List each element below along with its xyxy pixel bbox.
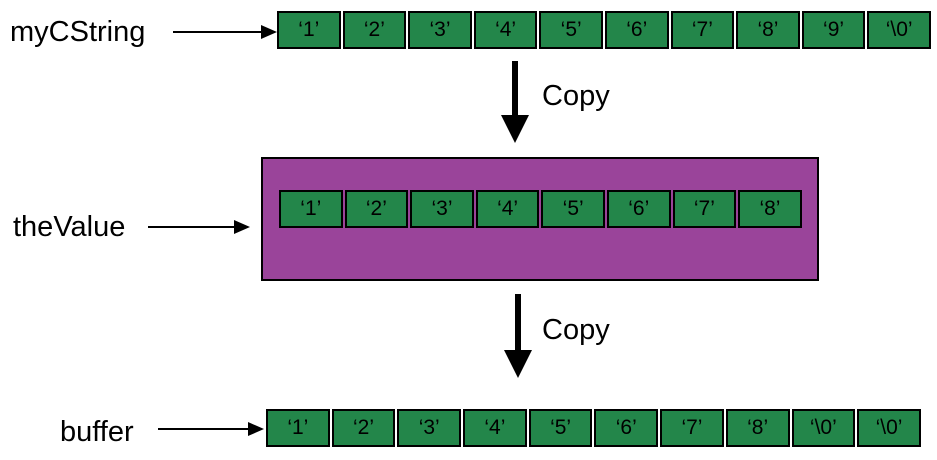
array-cell: ‘1’ <box>279 190 343 228</box>
copy-arrow-down-2 <box>504 294 532 378</box>
array-cell: ‘5’ <box>528 409 593 447</box>
array-cell: ‘1’ <box>266 409 330 447</box>
buffer-array: ‘1’‘2’‘3’‘4’‘5’‘6’‘7’‘8’‘\0’‘\0’ <box>266 409 923 447</box>
struct-pointer-arrow <box>148 220 250 234</box>
array-cell: ‘6’ <box>604 11 669 49</box>
array-cell: ‘8’ <box>738 190 802 228</box>
array-cell: ‘7’ <box>672 190 737 228</box>
array-cell: ‘2’ <box>344 190 409 228</box>
array-cell: ‘3’ <box>397 409 462 447</box>
array-cell: ‘8’ <box>736 11 800 49</box>
source-array: ‘1’‘2’‘3’‘4’‘5’‘6’‘7’‘8’‘9’‘\0’ <box>277 11 933 49</box>
copy-label-2: Copy <box>542 314 610 346</box>
array-cell: ‘1’ <box>277 11 341 49</box>
thevalue-label: theValue <box>13 211 126 243</box>
array-cell: ‘2’ <box>331 409 396 447</box>
array-cell: ‘6’ <box>606 190 671 228</box>
array-cell: ‘3’ <box>408 11 472 49</box>
array-cell: ‘\0’ <box>857 409 921 447</box>
array-cell: ‘\0’ <box>791 409 856 447</box>
array-cell: ‘4’ <box>463 409 527 447</box>
array-cell: ‘9’ <box>801 11 866 49</box>
array-cell: ‘5’ <box>541 190 605 228</box>
array-cell: ‘7’ <box>670 11 735 49</box>
array-cell: ‘\0’ <box>867 11 931 49</box>
array-cell: ‘3’ <box>410 190 474 228</box>
buffer-pointer-arrow <box>158 422 264 436</box>
copy-label-1: Copy <box>542 80 610 112</box>
array-cell: ‘5’ <box>539 11 603 49</box>
struct-array: ‘1’‘2’‘3’‘4’‘5’‘6’‘7’‘8’ <box>279 190 804 228</box>
buffer-label: buffer <box>60 416 134 448</box>
array-cell: ‘6’ <box>594 409 659 447</box>
array-cell: ‘7’ <box>660 409 724 447</box>
array-cell: ‘2’ <box>342 11 407 49</box>
mycstring-label: myCString <box>10 16 146 48</box>
array-cell: ‘4’ <box>473 11 538 49</box>
array-cell: ‘4’ <box>475 190 540 228</box>
array-cell: ‘8’ <box>725 409 790 447</box>
copy-arrow-down-1 <box>501 61 529 143</box>
source-pointer-arrow <box>173 25 277 39</box>
